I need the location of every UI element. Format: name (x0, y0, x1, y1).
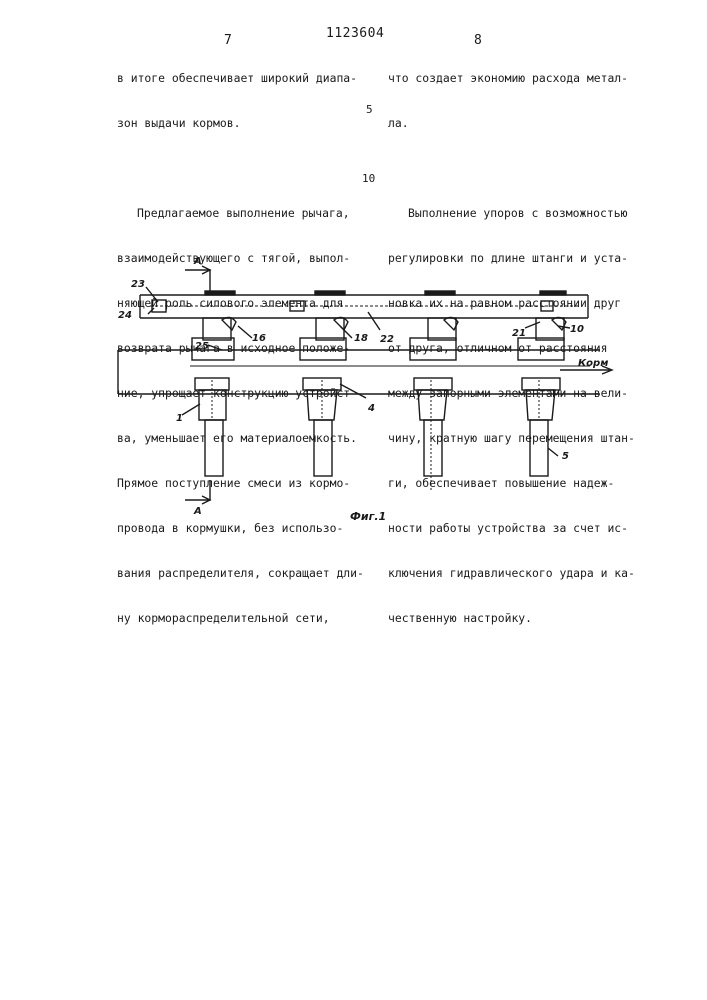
label-16: 16 (252, 333, 266, 344)
section-label-a-top: A (193, 256, 202, 267)
label-10: 10 (570, 324, 584, 335)
feeder-unit-2 (300, 317, 348, 476)
label-18: 18 (354, 333, 368, 344)
label-5: 5 (562, 451, 569, 462)
label-22: 22 (380, 334, 394, 345)
flow-label: Корм (578, 358, 608, 369)
label-1: 1 (176, 413, 183, 424)
end-stop (152, 300, 166, 312)
feeder-unit-4 (518, 317, 566, 476)
label-25: 25 (195, 341, 209, 352)
figure-caption: Фиг.1 (350, 510, 386, 523)
label-21: 21 (512, 328, 526, 339)
feeder-unit-3 (410, 317, 458, 490)
label-4: 4 (367, 403, 375, 414)
label-23: 23 (131, 279, 145, 290)
section-mark-bottom (185, 480, 210, 500)
label-24: 24 (118, 310, 132, 321)
section-label-a-bottom: A (193, 506, 202, 517)
